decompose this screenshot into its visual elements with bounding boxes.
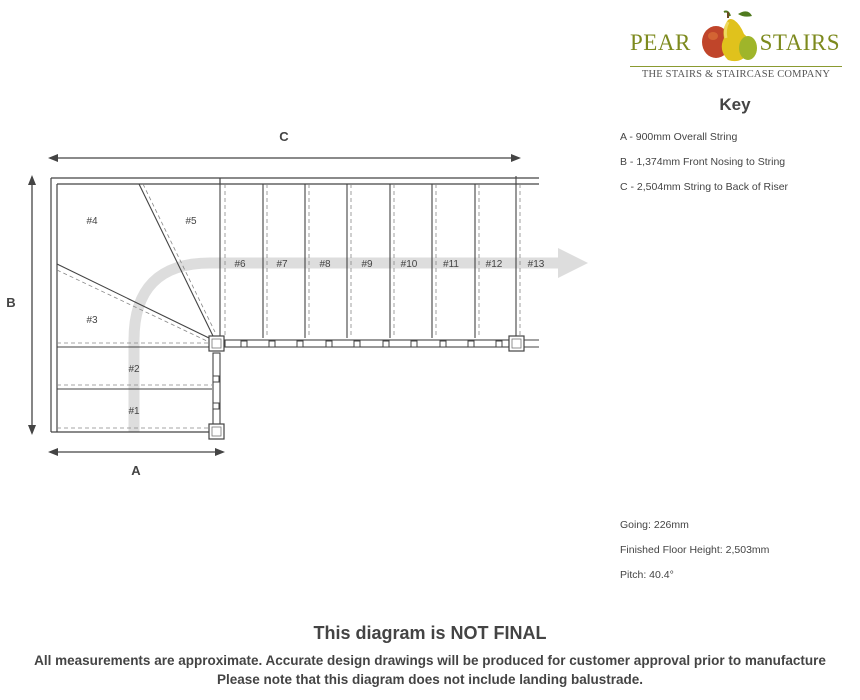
key-item-c: C - 2,504mm String to Back of Riser <box>620 181 789 193</box>
flight-risers <box>262 176 517 338</box>
step-label: #11 <box>443 259 459 270</box>
logo-word-pear: PEAR <box>630 30 691 55</box>
step-label: #6 <box>234 259 246 270</box>
dimension-a: A <box>48 448 225 478</box>
step-label: #10 <box>401 259 418 270</box>
key-item-b: B - 1,374mm Front Nosing to String <box>620 156 786 168</box>
step-label: #8 <box>319 259 331 270</box>
step-label: #1 <box>128 406 140 417</box>
spec-pitch: Pitch: 40.4° <box>620 569 674 581</box>
pear-icon <box>702 10 757 62</box>
step-labels: #1 #2 #3 #4 #5 #6 #7 #8 #9 #10 #11 #12 #… <box>86 216 544 417</box>
step-label: #9 <box>361 259 373 270</box>
spec-floor-height: Finished Floor Height: 2,503mm <box>620 544 770 556</box>
logo-word-stairs: STAIRS <box>759 30 840 55</box>
winder-treads <box>56 183 221 390</box>
step-label: #2 <box>128 364 140 375</box>
step-label: #4 <box>86 216 98 227</box>
step-label: #12 <box>486 259 503 270</box>
flight-nosings <box>224 184 521 338</box>
balusters <box>212 340 503 410</box>
dimension-c: C <box>48 129 521 162</box>
step-label: #5 <box>185 216 197 227</box>
wall-strings <box>50 177 539 433</box>
walking-line-arrow <box>128 248 588 432</box>
pear-stairs-logo: PEAR STAIRS THE STAIRS & STAIRCASE COMPA… <box>626 6 846 84</box>
step-label: #3 <box>86 315 98 326</box>
dimension-b-label: B <box>6 295 15 310</box>
spec-going: Going: 226mm <box>620 519 689 531</box>
step-label: #7 <box>276 259 288 270</box>
dimension-c-label: C <box>279 129 289 144</box>
step-label: #13 <box>528 259 545 270</box>
notice-title: This diagram is NOT FINAL <box>313 623 547 643</box>
notice-balustrade: Please note that this diagram does not i… <box>216 672 644 687</box>
winder-nosing-lines <box>56 183 216 429</box>
dimension-b: B <box>6 175 36 435</box>
logo-tagline: THE STAIRS & STAIRCASE COMPANY <box>630 66 842 80</box>
balustrade-handrail <box>212 339 539 426</box>
notice-disclaimer: All measurements are approximate. Accura… <box>34 653 826 668</box>
key-title: Key <box>719 95 751 114</box>
dimension-a-label: A <box>131 463 141 478</box>
newel-posts <box>208 335 525 440</box>
key-item-a: A - 900mm Overall String <box>620 131 738 143</box>
